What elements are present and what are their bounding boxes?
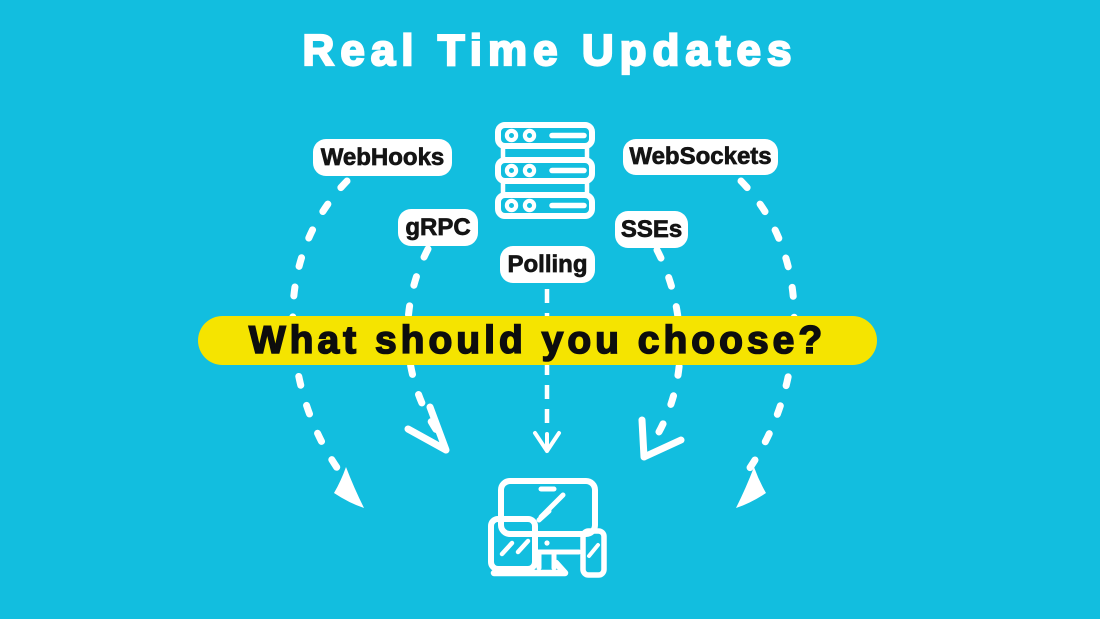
server-stack-icon xyxy=(495,122,595,219)
monitor-shine xyxy=(536,492,566,523)
arrowhead-thin xyxy=(533,431,561,453)
phone-shine xyxy=(587,543,600,558)
label-polling: Polling xyxy=(500,246,595,283)
arrowhead-chevron xyxy=(638,416,685,461)
monitor-shape xyxy=(498,478,598,537)
question-banner: What should you choose? xyxy=(198,316,877,365)
polling-arrow xyxy=(533,289,561,453)
tablet-shape xyxy=(488,516,538,572)
tablet-shine xyxy=(499,538,531,557)
page-title: Real Time Updates xyxy=(301,25,798,76)
label-sses: SSEs xyxy=(615,211,688,248)
arrowhead-filled xyxy=(334,467,364,508)
arrowhead-filled xyxy=(736,467,766,508)
webhooks-arrow xyxy=(289,177,364,508)
phone-shape xyxy=(580,528,607,578)
monitor-base xyxy=(490,559,569,577)
multi-device-icon xyxy=(488,478,607,578)
label-grpc: gRPC xyxy=(398,209,478,246)
label-websockets: WebSockets xyxy=(623,139,778,175)
arrowhead-chevron xyxy=(404,403,450,454)
websockets-arrow xyxy=(736,177,798,508)
label-webhooks: WebHooks xyxy=(313,139,452,176)
monitor-button xyxy=(544,540,550,546)
